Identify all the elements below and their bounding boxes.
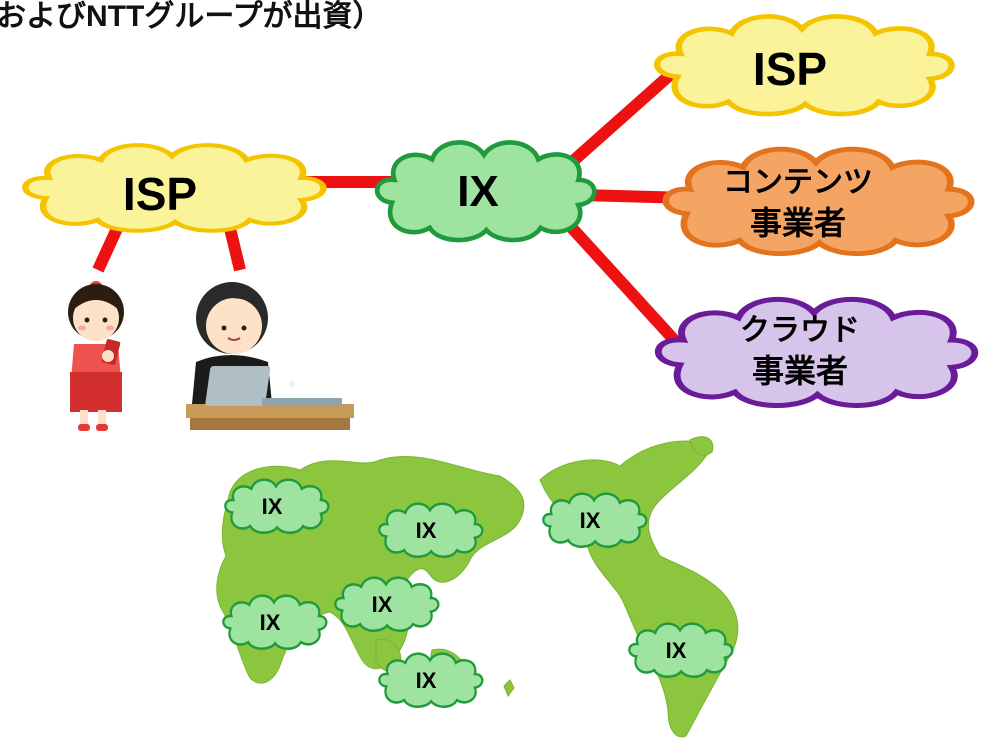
isp-cloud-right: ISP [657, 16, 951, 114]
cloud-provider-cloud: クラウド 事業者 [658, 299, 975, 405]
map-ix-cloud-7: IX [628, 622, 734, 678]
content-label-line1: コンテンツ [723, 166, 873, 199]
map-ix-label-1: IX [262, 494, 283, 519]
map-ix-label-4: IX [372, 592, 393, 617]
map-ix-cloud-6: IX [378, 652, 484, 708]
ix-center-label: IX [457, 167, 499, 216]
isp-left-label: ISP [123, 168, 197, 220]
map-ix-cloud-3: IX [542, 492, 648, 548]
isp-cloud-left: ISP [25, 145, 323, 231]
content-provider-cloud: コンテンツ 事業者 [666, 149, 972, 253]
link-ix-cloud [567, 223, 681, 347]
map-ix-cloud-2: IX [378, 502, 484, 558]
map-ix-label-3: IX [580, 508, 601, 533]
ix-cloud-center: IX [377, 142, 594, 240]
isp-right-label: ISP [753, 43, 827, 95]
boy-with-laptop-illustration [186, 282, 354, 430]
map-ix-label-6: IX [416, 668, 437, 693]
map-ix-label-7: IX [666, 638, 687, 663]
cloud-label-line2: 事業者 [752, 353, 848, 389]
link-ix-isp-right [568, 61, 684, 167]
map-ix-label-2: IX [416, 518, 437, 543]
cloud-label-line1: クラウド [740, 314, 860, 347]
girl-with-smartphone-illustration [68, 281, 124, 431]
map-ix-cloud-4: IX [334, 576, 440, 632]
page-title: およびNTTグループが出資） [0, 0, 383, 33]
map-ix-label-5: IX [260, 610, 281, 635]
content-label-line2: 事業者 [750, 205, 846, 241]
map-ix-cloud-5: IX [222, 594, 328, 650]
map-ix-cloud-1: IX [224, 478, 330, 534]
